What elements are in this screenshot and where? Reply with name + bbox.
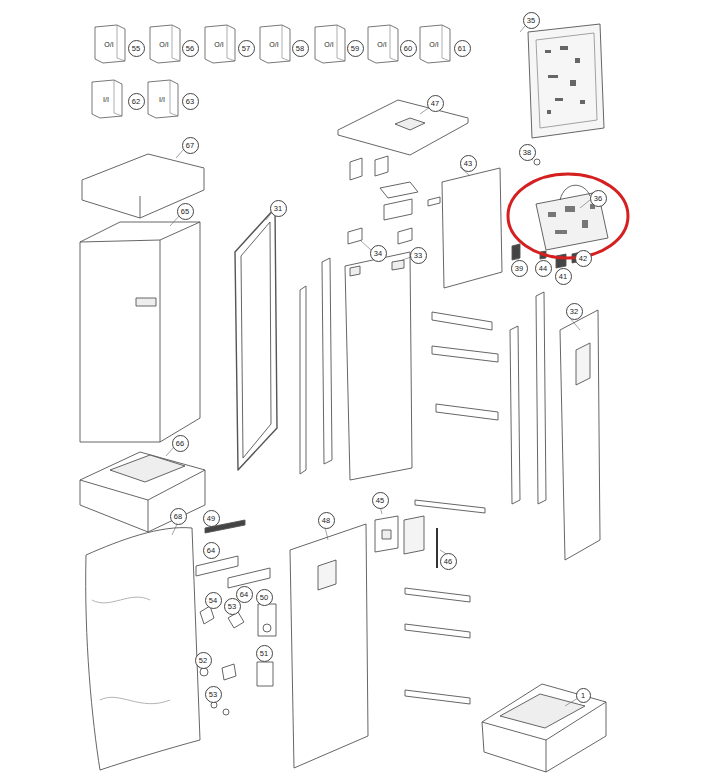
callout-number: 64 [203, 542, 220, 559]
callout-number: 46 [440, 553, 457, 570]
booklet-text: O/I [428, 41, 440, 48]
callout-number: 33 [410, 247, 427, 264]
callout-number: 49 [203, 510, 220, 527]
booklet-text: O/I [268, 41, 280, 48]
callout-number: 41 [555, 268, 572, 285]
callout-number: 35 [523, 12, 540, 29]
callout-number: 39 [511, 260, 528, 277]
callout-number: 68 [170, 508, 187, 525]
callout-number: 32 [566, 303, 583, 320]
callout-number: 58 [292, 40, 309, 57]
callout-number: 36 [590, 190, 607, 207]
callout-number: 47 [427, 95, 444, 112]
callout-number: 38 [519, 144, 536, 161]
callout-number: 62 [128, 93, 145, 110]
booklet-text: O/I [376, 41, 388, 48]
callout-number: 1 [576, 688, 591, 703]
booklet-text: O/I [158, 41, 170, 48]
booklet-text: I/I [158, 96, 166, 103]
callout-number: 43 [460, 155, 477, 172]
callout-number: 48 [318, 512, 335, 529]
booklet-text: O/I [103, 41, 115, 48]
callout-number: 50 [256, 589, 273, 606]
callout-number: 54 [205, 592, 222, 609]
leader-lines [166, 26, 590, 706]
callout-number: 63 [182, 93, 199, 110]
callout-number: 53 [224, 598, 241, 615]
booklet-text: I/I [102, 96, 110, 103]
callout-number: 42 [575, 250, 592, 267]
callout-number: 53 [205, 686, 222, 703]
callout-number: 45 [372, 492, 389, 509]
callout-number: 65 [177, 203, 194, 220]
callout-number: 60 [400, 40, 417, 57]
callout-number: 31 [270, 200, 287, 217]
callout-number: 52 [195, 652, 212, 669]
callout-number: 67 [182, 137, 199, 154]
callout-number: 61 [454, 40, 471, 57]
booklet-text: O/I [323, 41, 335, 48]
callout-number: 55 [128, 40, 145, 57]
highlight-ring [508, 174, 628, 258]
callout-number: 56 [182, 40, 199, 57]
callout-number: 57 [238, 40, 255, 57]
callout-number: 51 [256, 645, 273, 662]
callout-number: 59 [347, 40, 364, 57]
callout-number: 34 [370, 245, 387, 262]
parts [80, 24, 608, 772]
callout-number: 66 [172, 435, 189, 452]
callout-number: 44 [535, 260, 552, 277]
booklet-text: O/I [213, 41, 225, 48]
